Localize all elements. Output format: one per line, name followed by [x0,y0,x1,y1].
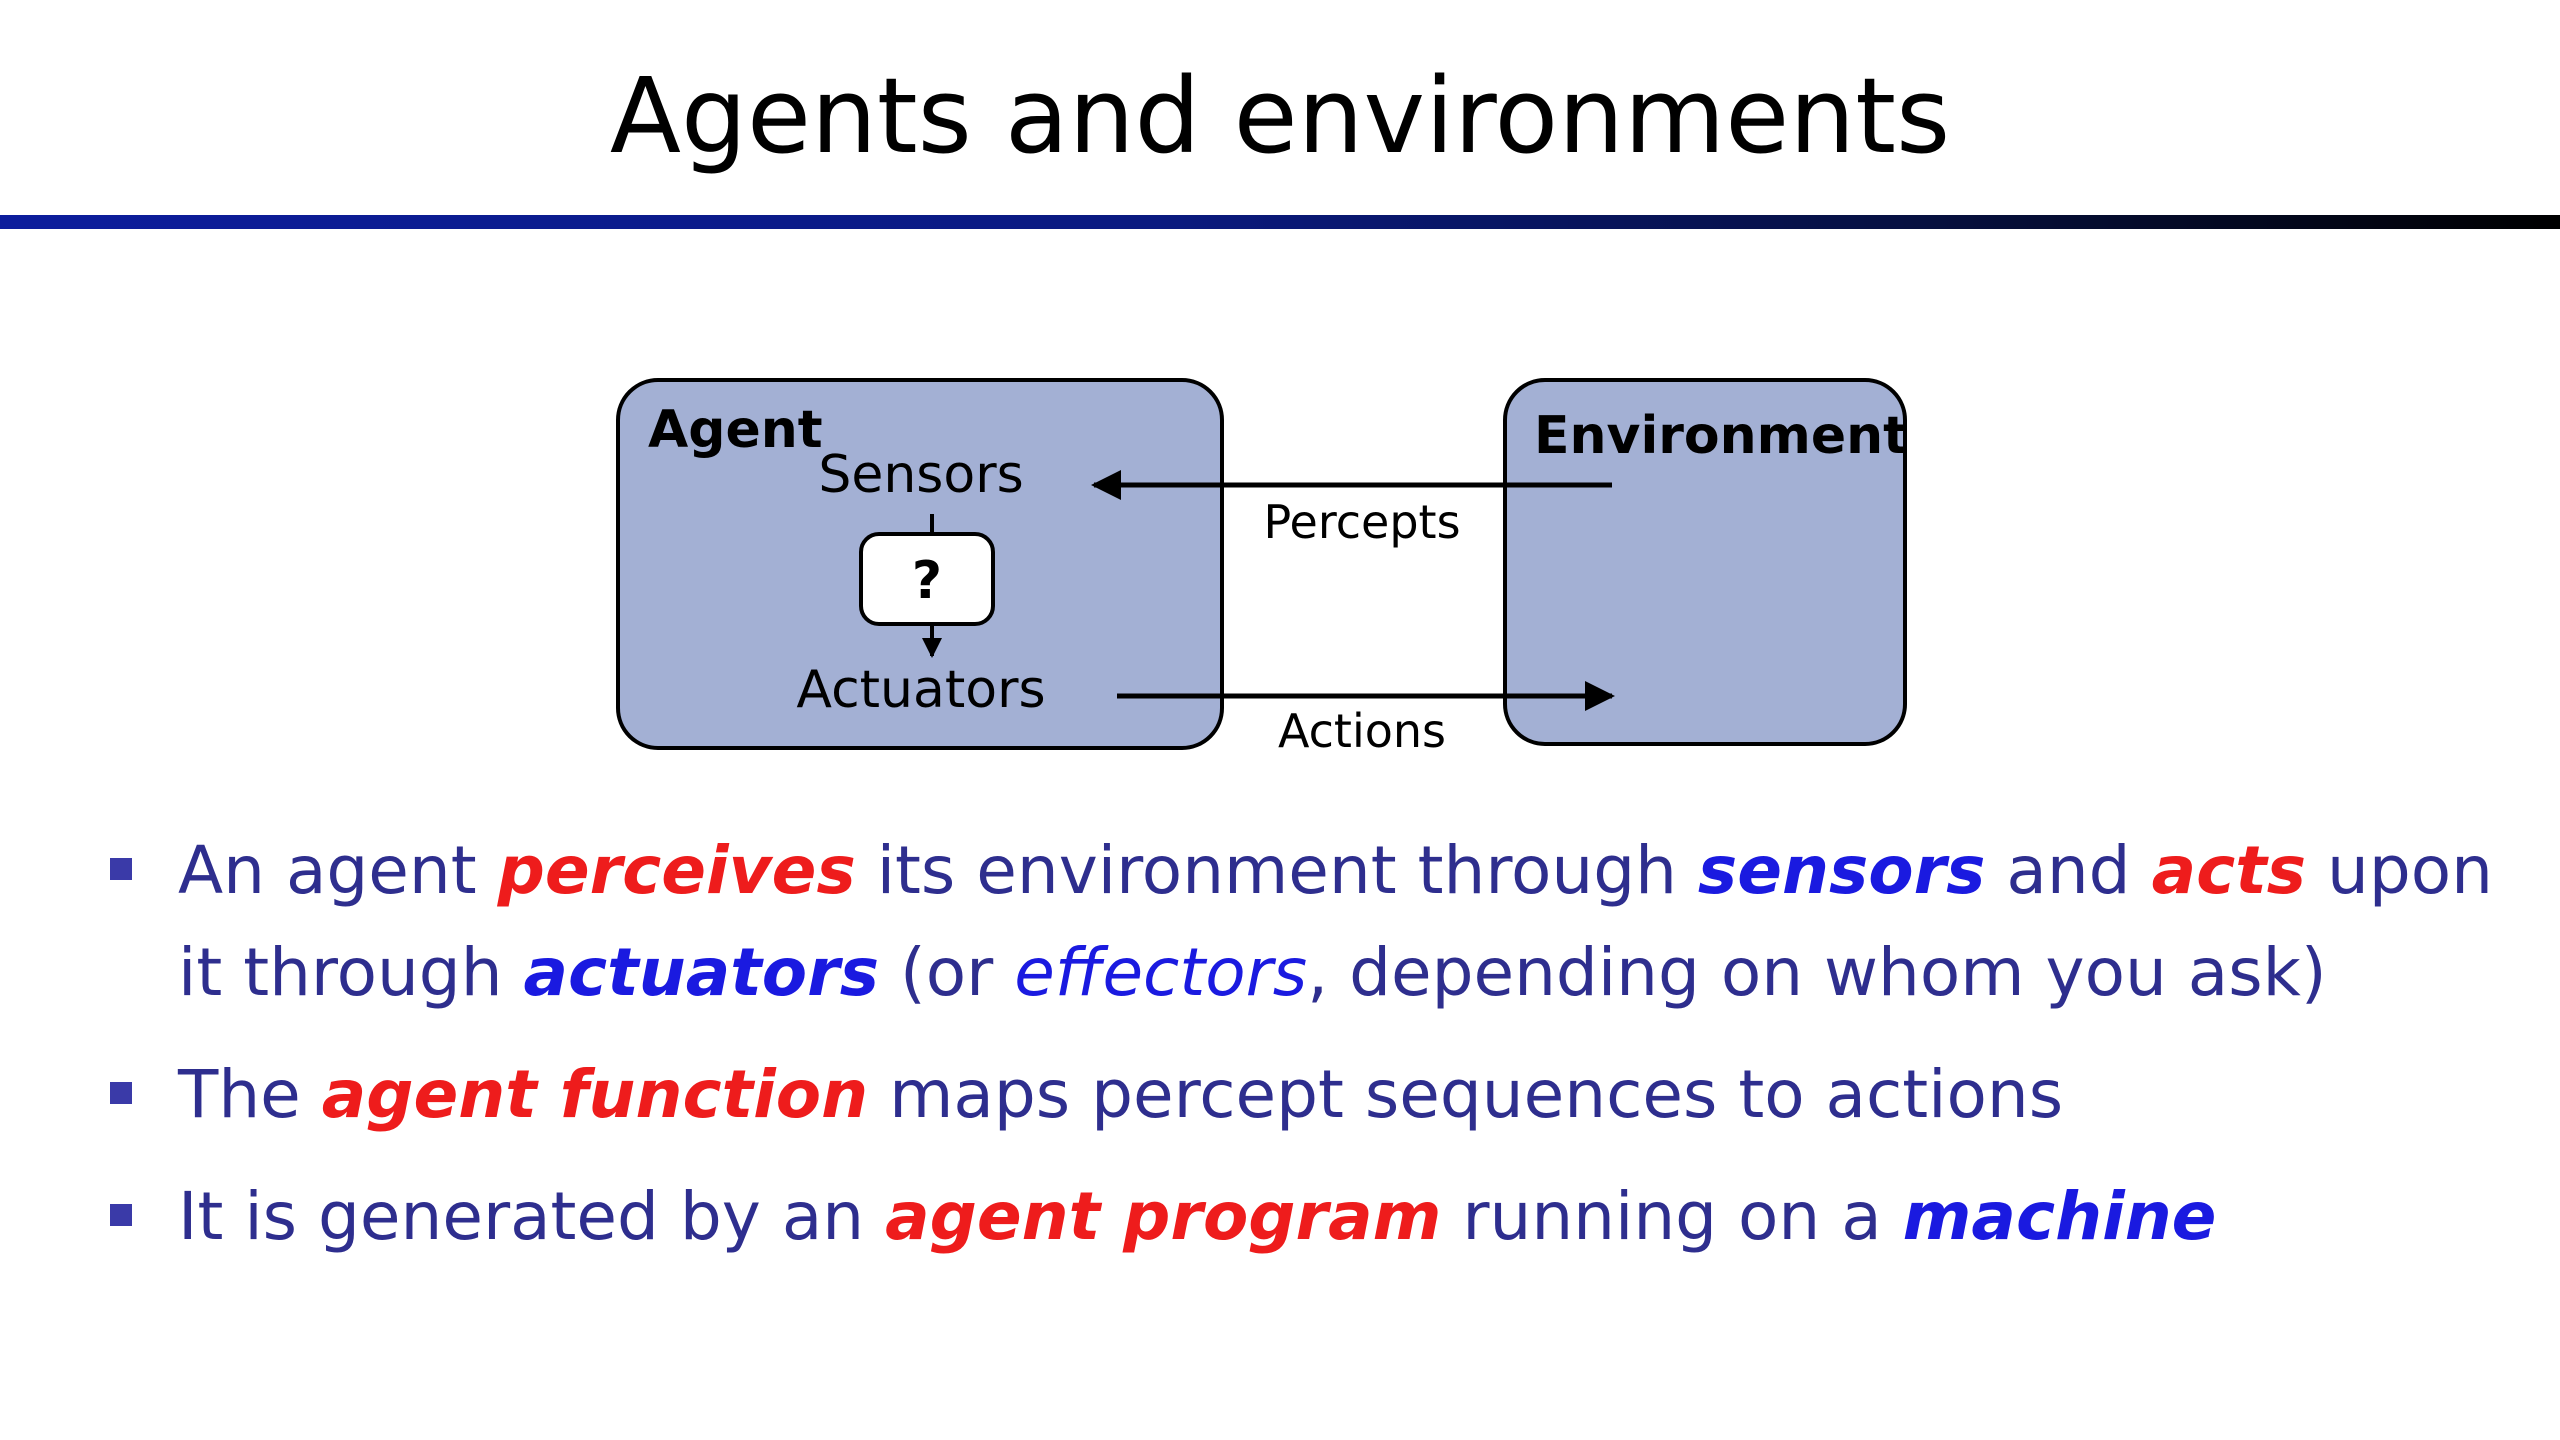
percepts-label: Percepts [1263,495,1460,549]
bullet-item: The agent function maps percept sequence… [110,1044,2530,1146]
bullet-text: It is generated by an agent program runn… [178,1178,2216,1255]
actuators-label: Actuators [796,660,1045,720]
emphasis-term: acts [2151,832,2307,909]
bullet-text: The agent function maps percept sequence… [178,1056,2063,1133]
agent-function-symbol: ? [912,551,942,611]
emphasis-term: effectors [1014,934,1308,1011]
bullet-marker [110,858,132,880]
emphasis-term: agent function [321,1056,869,1133]
bullet-text-part: maps percept sequences to actions [868,1056,2064,1133]
bullet-text-part: The [178,1056,322,1133]
environment-label: Environment [1534,406,1908,466]
actions-label: Actions [1278,704,1446,758]
bullet-text-part: It is generated by an [178,1178,886,1255]
bullet-marker [110,1082,132,1104]
bullet-text: An agent perceives its environment throu… [178,832,2493,1011]
bullet-text-part: , depending on whom you ask) [1307,934,2327,1011]
title-rule [0,215,2560,229]
agent-function-box [859,532,995,626]
bullet-text-part: and [1985,832,2152,909]
bullet-text-part: An agent [178,832,498,909]
bullet-item: It is generated by an agent program runn… [110,1166,2530,1268]
sensors-label: Sensors [818,445,1023,505]
emphasis-term: agent program [885,1178,1442,1255]
emphasis-term: machine [1902,1178,2217,1255]
agent-label: Agent [648,400,823,460]
bullet-marker [110,1204,132,1226]
slide-title: Agents and environments [609,55,1951,177]
emphasis-term: perceives [497,832,856,909]
emphasis-term: sensors [1697,832,1986,909]
environment-box [1503,378,1907,746]
bullet-text-part: running on a [1441,1178,1903,1255]
bullet-item: An agent perceives its environment throu… [110,820,2530,1024]
emphasis-term: actuators [523,934,879,1011]
bullet-text-part: its environment through [855,832,1698,909]
bullet-list: An agent perceives its environment throu… [110,820,2530,1288]
bullet-text-part: (or [878,934,1015,1011]
bullet-text-part: upon it through [178,832,2493,1011]
